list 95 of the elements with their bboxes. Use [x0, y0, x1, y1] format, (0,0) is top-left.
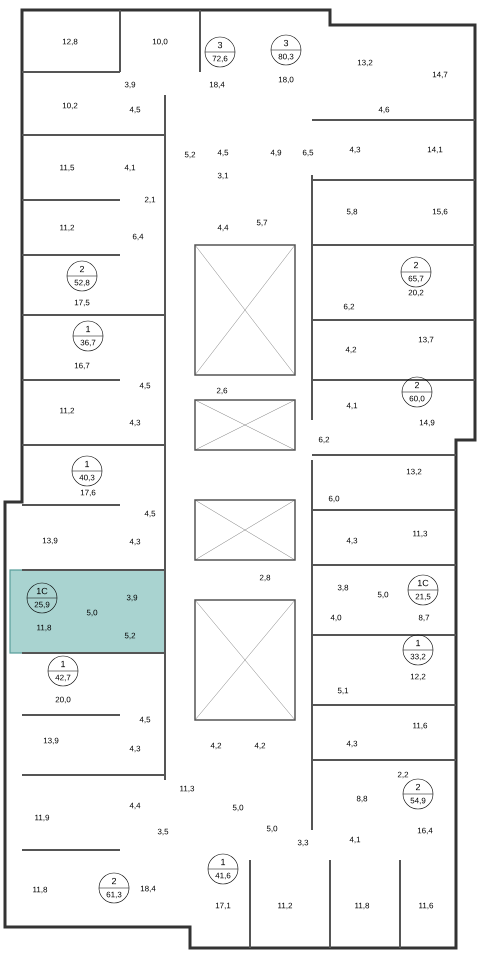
area-label: 11,5 — [60, 164, 74, 172]
area-label: 18,4 — [140, 886, 156, 892]
area-label: 2,2 — [398, 772, 408, 778]
area-label: 6,0 — [328, 496, 340, 502]
area-label: 5,1 — [338, 688, 348, 694]
area-label: 5,2 — [184, 152, 196, 158]
area-label: 11,6 — [419, 902, 434, 910]
area-label: 12,8 — [62, 38, 78, 46]
area-label: 3,9 — [126, 594, 138, 602]
apartment-badge: 2 65,7 — [400, 256, 432, 288]
area-label: 11,9 — [35, 814, 50, 822]
area-label: 4,2 — [254, 742, 266, 750]
area-label: 2,6 — [216, 388, 228, 394]
area-label: 3,9 — [124, 82, 136, 88]
apartment-badge: 1 40,3 — [72, 456, 102, 486]
apartment-badge: 2 61,3 — [98, 872, 130, 904]
area-label: 11,2 — [278, 902, 292, 910]
area-label: 4,5 — [144, 510, 156, 518]
area-label: 14,9 — [420, 420, 434, 426]
apartment-badge: 1 42,7 — [48, 656, 78, 686]
area-label: 11,8 — [37, 624, 52, 632]
area-label: 3,1 — [218, 172, 228, 180]
apartment-badge: 3 72,6 — [204, 36, 236, 68]
area-label: 4,3 — [130, 746, 140, 752]
area-label: 4,3 — [130, 538, 140, 546]
area-label: 11,3 — [413, 530, 428, 538]
area-label: 10,2 — [62, 102, 78, 110]
area-label: 18,4 — [210, 82, 225, 88]
apartment-badge: 1 33,2 — [402, 634, 434, 666]
area-label: 3,3 — [298, 840, 308, 846]
area-label: 11,3 — [180, 786, 194, 792]
area-label: 4,5 — [218, 150, 228, 156]
area-label: 12,2 — [410, 674, 426, 680]
area-label: 4,1 — [124, 164, 136, 172]
area-label: 6,2 — [344, 304, 354, 310]
area-label: 5,2 — [124, 632, 136, 640]
area-label: 6,4 — [132, 234, 144, 240]
area-label: 10,0 — [152, 38, 168, 46]
area-label: 8,7 — [418, 614, 430, 622]
apartment-badge: 1C 25,9 — [26, 582, 58, 614]
area-label: 5,8 — [346, 208, 358, 216]
area-label: 4,3 — [350, 146, 360, 154]
area-label: 17,1 — [216, 902, 230, 910]
apartment-badge: 1C 21,5 — [408, 574, 438, 606]
apartment-badge: 2 54,9 — [402, 778, 434, 810]
area-label: 13,2 — [358, 60, 372, 66]
area-label: 5,7 — [256, 220, 268, 226]
area-label: 3,8 — [338, 584, 348, 592]
area-label: 4,4 — [130, 802, 140, 810]
apartment-badge: 2 52,8 — [66, 260, 98, 292]
area-label: 4,5 — [140, 382, 150, 390]
area-label: 4,3 — [346, 538, 358, 544]
area-label: 5,0 — [232, 804, 244, 812]
area-label: 14,1 — [428, 146, 442, 154]
area-label: 4,5 — [130, 106, 140, 114]
area-label: 14,7 — [432, 72, 448, 78]
area-label: 3,5 — [158, 828, 168, 836]
area-label: 2,8 — [260, 574, 270, 582]
area-label: 4,1 — [350, 836, 360, 844]
area-label: 4,2 — [210, 742, 222, 750]
area-label: 4,2 — [346, 346, 356, 354]
apartment-badge: 2 60,0 — [402, 376, 432, 408]
area-label: 11,2 — [60, 224, 74, 232]
area-label: 11,2 — [60, 408, 74, 414]
apartment-badge: 1 41,6 — [208, 854, 238, 884]
area-label: 4,4 — [218, 224, 228, 232]
area-label: 18,0 — [278, 76, 294, 84]
area-label: 13,9 — [44, 738, 58, 744]
area-label: 6,2 — [318, 436, 330, 444]
area-label: 4,9 — [270, 150, 282, 156]
area-label: 2,1 — [144, 196, 156, 204]
area-label: 4,3 — [346, 740, 358, 748]
area-label: 5,0 — [266, 826, 278, 832]
area-label: 17,5 — [74, 300, 90, 306]
area-label: 4,6 — [378, 106, 390, 114]
area-label: 13,9 — [42, 538, 58, 544]
area-label: 4,1 — [346, 402, 358, 410]
area-label: 5,0 — [86, 610, 98, 616]
area-label: 5,0 — [378, 592, 388, 598]
apartment-badge: 1 36,7 — [72, 320, 104, 352]
area-label: 11,6 — [413, 722, 428, 730]
area-label: 16,7 — [74, 362, 90, 370]
area-label: 4,0 — [330, 614, 342, 622]
area-label: 20,0 — [56, 696, 70, 704]
area-label: 6,5 — [302, 150, 314, 156]
area-label: 4,3 — [130, 420, 140, 426]
area-label: 13,7 — [418, 336, 434, 344]
area-label: 13,2 — [406, 468, 422, 476]
area-label: 4,5 — [140, 716, 150, 724]
area-label: 15,6 — [432, 208, 448, 216]
area-label: 11,8 — [33, 886, 48, 894]
area-label: 8,8 — [356, 796, 368, 802]
area-label: 16,4 — [418, 828, 433, 834]
area-label: 11,8 — [355, 902, 370, 910]
apartment-badge: 3 80,3 — [270, 34, 302, 66]
